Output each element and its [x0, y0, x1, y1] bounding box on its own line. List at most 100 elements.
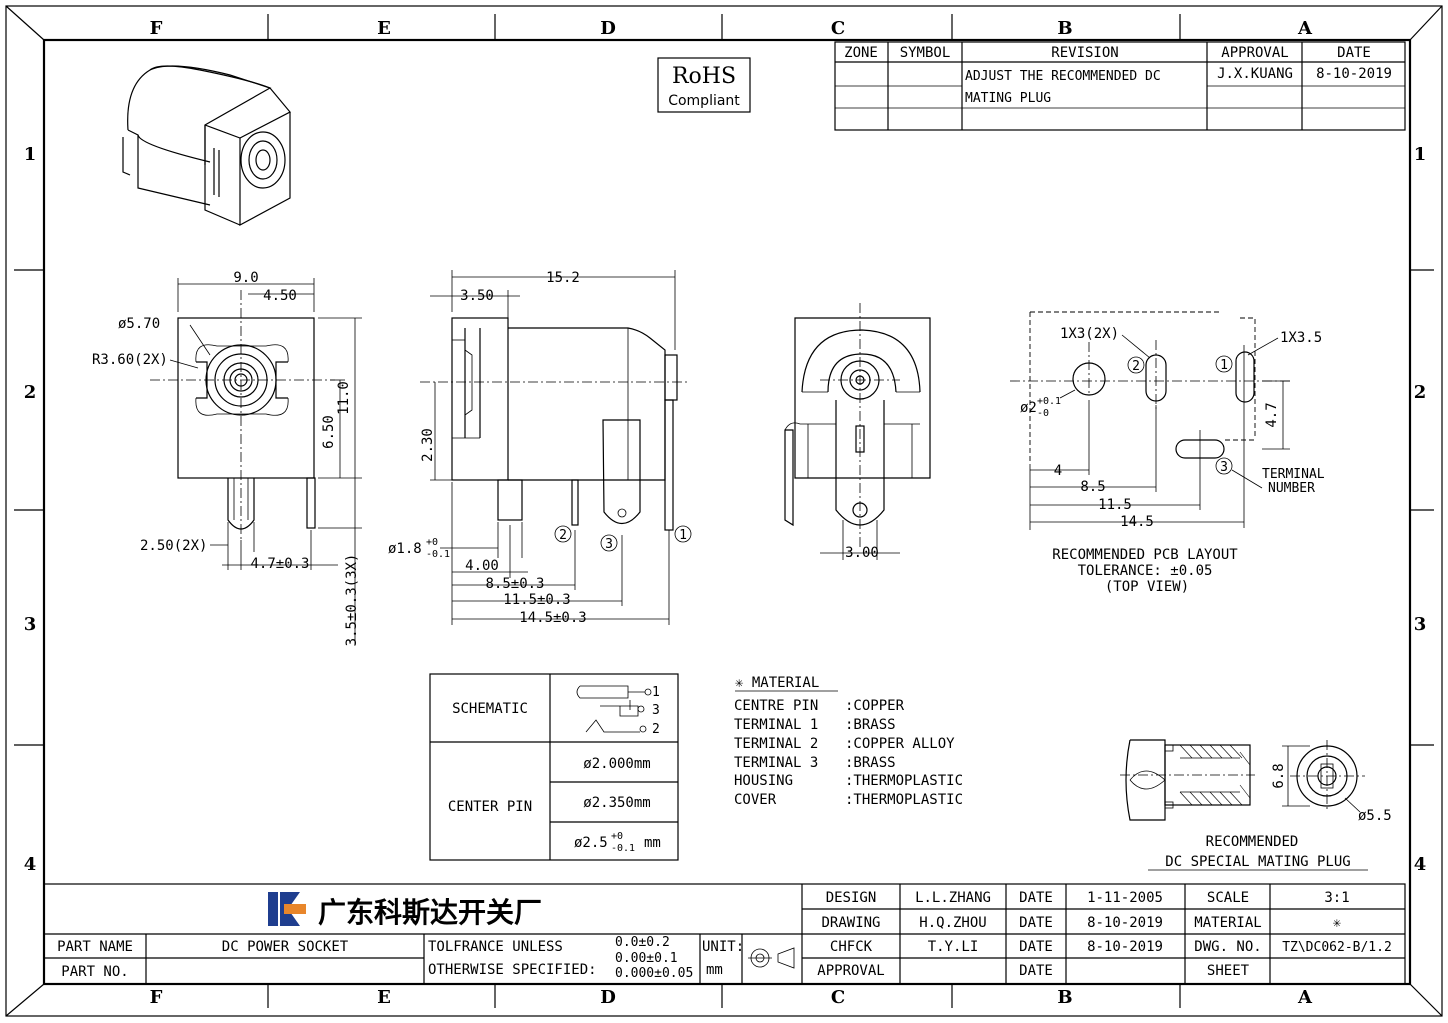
pcb-caption-1: RECOMMENDED PCB LAYOUT: [1052, 547, 1238, 563]
tb-name-check: T.Y.LI: [928, 939, 979, 955]
row-label-4-right: 4: [1414, 854, 1427, 875]
unit-label: UNIT:: [702, 939, 744, 955]
tb-datelabel-drawing: DATE: [1019, 915, 1053, 931]
svg-text:Compliant: Compliant: [668, 93, 740, 109]
dim-230: 2.30: [420, 428, 436, 462]
rev-header-date: DATE: [1337, 45, 1371, 61]
tolerance-line2: OTHERWISE SPECIFIED:: [428, 962, 597, 978]
tb-key-sheet: SHEET: [1207, 963, 1250, 979]
center-pin-label: CENTER PIN: [448, 799, 532, 815]
dim-85: 8.5±0.3: [485, 576, 544, 592]
schematic-pin-2: 2: [652, 722, 660, 737]
pcb-label-1x3: 1X3(2X): [1060, 326, 1119, 342]
dim-d570: ø5.70: [118, 316, 160, 332]
rev-header-zone: ZONE: [844, 45, 878, 61]
unit-value: mm: [706, 962, 723, 978]
tolerance-1: 0.0±0.2: [615, 935, 670, 950]
row-label-2-right: 2: [1414, 382, 1427, 403]
col-label-d: D: [600, 18, 616, 39]
dim-47: 4.7±0.3: [250, 556, 309, 572]
schematic-label: SCHEMATIC: [452, 701, 528, 717]
tb-value-dwgno: TZ\DC062-B/1.2: [1282, 940, 1392, 955]
row-label-3: 3: [24, 614, 37, 635]
pcb-dim-47: 4.7: [1264, 402, 1280, 427]
dim-350: 3.50: [460, 288, 494, 304]
material-part-5: COVER: [734, 792, 777, 808]
plug-dim-68: 6.8: [1271, 763, 1287, 788]
tb-datelabel-design: DATE: [1019, 890, 1053, 906]
tb-datelabel-check: DATE: [1019, 939, 1053, 955]
rev-text-line1: ADJUST THE RECOMMENDED DC: [965, 69, 1161, 84]
dim-145: 14.5±0.3: [519, 610, 586, 626]
dim-115: 11.5±0.3: [503, 592, 570, 608]
part-no-label: PART NO.: [61, 964, 128, 980]
pcb-dim-115: 11.5: [1098, 497, 1132, 513]
pcb-dim-85: 8.5: [1080, 479, 1105, 495]
material-value-2: :COPPER ALLOY: [845, 736, 955, 752]
col-label-c: C: [831, 18, 845, 39]
dim-9: 9.0: [233, 270, 258, 286]
material-part-2: TERMINAL 2: [734, 736, 818, 752]
rev-header-approval: APPROVAL: [1221, 45, 1288, 61]
side-pin-1: 1: [679, 528, 687, 543]
row-label-1-right: 1: [1414, 144, 1427, 165]
pcb-dim-4: 4: [1054, 463, 1062, 479]
col-label-f-bottom: F: [150, 987, 163, 1008]
tb-value-material: ✳: [1333, 915, 1342, 931]
row-label-1: 1: [24, 144, 37, 165]
rear-view: 3.00: [784, 303, 931, 561]
title-block: 广东科斯达开关厂 PART NAME DC POWER SOCKET PART …: [43, 883, 1406, 985]
col-label-a-bottom: A: [1297, 987, 1313, 1008]
col-label-e-bottom: E: [377, 987, 391, 1008]
material-value-5: :THERMOPLASTIC: [845, 792, 963, 808]
col-label-e: E: [377, 18, 391, 39]
pcb-dim-d2-tol-lower: -0: [1037, 408, 1049, 419]
pcb-label-1x35: 1X3.5: [1280, 330, 1322, 346]
pcb-dim-145: 14.5: [1120, 514, 1154, 530]
pcb-terminal-line2: NUMBER: [1268, 481, 1315, 496]
tb-value-scale: 3:1: [1324, 890, 1349, 906]
pcb-pin-3: 3: [1220, 460, 1228, 475]
zone-dividers: [14, 14, 1434, 1008]
center-pin-option-3-upper: +0: [611, 831, 623, 842]
schematic-pin-3: 3: [652, 703, 660, 718]
tb-label-design: DESIGN: [826, 890, 877, 906]
col-label-a: A: [1297, 18, 1313, 39]
part-name-label: PART NAME: [57, 939, 133, 955]
pcb-terminal-line1: TERMINAL: [1262, 467, 1325, 482]
rev-approval: J.X.KUANG: [1217, 66, 1293, 82]
col-label-b-bottom: B: [1057, 987, 1072, 1008]
tb-datelabel-approval: DATE: [1019, 963, 1053, 979]
side-view: 15.2 3.50 2.30 ø1.8 +0 -0.1 4.00 8.5±0.3…: [388, 270, 692, 626]
side-pin-3: 3: [605, 537, 613, 552]
dim-300: 3.00: [845, 545, 879, 561]
svg-text:RoHS: RoHS: [672, 64, 736, 89]
outer-frame: [5, 5, 1443, 1017]
row-label-3-right: 3: [1414, 614, 1427, 635]
row-label-4: 4: [24, 854, 37, 875]
rev-header-symbol: SYMBOL: [900, 45, 951, 61]
mating-plug: 6.8 ø5.5 RECOMMENDED DC SPECIAL MATING P…: [1120, 739, 1392, 871]
company-logo-icon: [268, 892, 306, 926]
tb-key-dwgno: DWG. NO.: [1194, 939, 1261, 955]
part-name-value: DC POWER SOCKET: [222, 939, 349, 955]
material-list: ✳ MATERIAL CENTRE PIN :COPPER TERMINAL 1…: [734, 675, 963, 808]
front-view: 9.0 4.50 ø5.70 R3.60(2X) 11.0 6.50 2.50(…: [92, 270, 362, 646]
material-part-3: TERMINAL 3: [734, 755, 818, 771]
rev-header-revision: REVISION: [1051, 45, 1118, 61]
side-pin-2: 2: [559, 528, 567, 543]
tb-label-approval: APPROVAL: [817, 963, 884, 979]
dim-250: 2.50(2X): [140, 538, 207, 554]
dim-d18: ø1.8: [388, 541, 422, 557]
tb-name-drawing: H.Q.ZHOU: [919, 915, 986, 931]
schematic-table: SCHEMATIC CENTER PIN ø2.000mm ø2.350mm ø…: [429, 673, 679, 861]
pcb-caption-2: TOLERANCE: ±0.05: [1078, 563, 1213, 579]
schematic-pin-1: 1: [652, 685, 660, 700]
dim-152: 15.2: [546, 270, 580, 286]
dim-4-50: 4.50: [263, 288, 297, 304]
tb-date-design: 1-11-2005: [1087, 890, 1163, 906]
material-title: ✳ MATERIAL: [735, 675, 819, 691]
tb-label-check: CHFCK: [830, 939, 873, 955]
dim-400: 4.00: [465, 558, 499, 574]
rev-text-line2: MATING PLUG: [965, 91, 1051, 106]
